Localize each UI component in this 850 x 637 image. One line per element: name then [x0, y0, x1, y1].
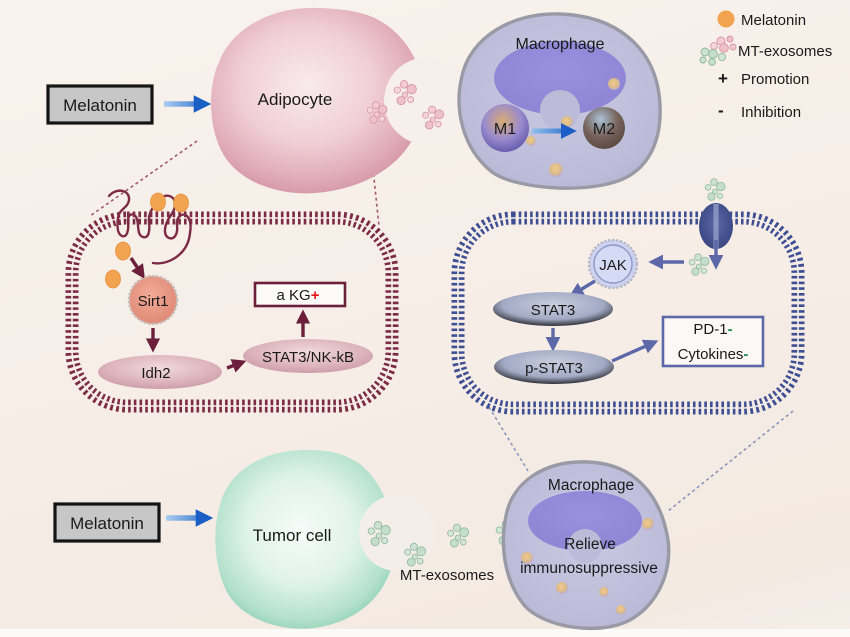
- macrophage-top-nucleus: [494, 41, 626, 115]
- membrane-channel-pore: [713, 204, 719, 248]
- idh2-to-stat3nkkb-arrow: [226, 359, 247, 373]
- m2-macrophage-circle: [583, 107, 625, 149]
- vesicle-dot: [608, 78, 620, 90]
- melatonin-box-top-label: Melatonin: [63, 96, 137, 115]
- melatonin-stimulus-top: Melatonin: [46, 84, 212, 125]
- akg-label: a KG+: [277, 287, 320, 304]
- adipocyte-cell: Adipocyte: [211, 7, 472, 194]
- relieve-label: Relieve: [564, 536, 616, 553]
- m2-label: M2: [593, 121, 615, 138]
- sirt1-label: Sirt1: [138, 293, 169, 310]
- tumor-cell-body: [215, 450, 395, 629]
- vesicle-dot: [526, 136, 536, 146]
- pd1-cytokines-box: [661, 315, 765, 368]
- exosome-cluster-outside: [704, 178, 726, 201]
- immunosuppressive-label: immunosuppressive: [520, 560, 658, 577]
- jak-to-stat3-arrow: [568, 279, 596, 297]
- m1-label: M1: [494, 121, 516, 138]
- melatonin-stimulus-bottom: Melatonin: [53, 502, 214, 543]
- melatonin-dots: [105, 192, 189, 289]
- jak-node-inner: [593, 244, 633, 284]
- legend-exosome-cluster: [699, 35, 737, 66]
- macrophage-pathway-box: JAK STAT3 p-STAT3 PD-1- Cytokines-: [451, 178, 805, 415]
- adipocyte-membrane-midline: [71, 217, 393, 407]
- p-stat3-node: [494, 350, 614, 384]
- vesicle-dot: [549, 163, 563, 177]
- melatonin-box-top: [46, 84, 154, 125]
- stat3-node: [493, 292, 613, 326]
- melatonin-to-sirt1-arrow: [129, 257, 145, 279]
- pd1-label: PD-1-: [693, 321, 732, 338]
- tumor-cell-label: Tumor cell: [253, 526, 332, 545]
- stat3-nkkb-label: STAT3/NK-kB: [262, 349, 354, 366]
- tumor-cell: Tumor cell: [215, 450, 435, 629]
- legend-inhibition-sign: -: [718, 101, 724, 120]
- stat3-label: STAT3: [531, 302, 575, 319]
- legend-melatonin-dot: [717, 10, 735, 28]
- exosome-cluster-inside: [688, 253, 710, 276]
- macrophage-bottom-cell: Macrophage Relieve immunosuppressive: [501, 460, 671, 631]
- vesicle-dot: [521, 552, 533, 564]
- adipocyte-pathway-box: Sirt1 Idh2 STAT3/NK-kB a KG+: [65, 189, 399, 413]
- m1-macrophage-circle: [481, 104, 529, 152]
- legend-promotion-label: Promotion: [741, 71, 809, 88]
- vesicle-dot: [561, 116, 573, 128]
- akg-box: [253, 281, 347, 308]
- vesicle-dot: [599, 587, 609, 597]
- legend: Melatonin MT-exosomes + Promotion - Inhi…: [699, 10, 832, 121]
- vesicle-dot: [642, 518, 654, 530]
- idh2-label: Idh2: [141, 365, 170, 382]
- melatonin-box-bottom: [53, 502, 161, 543]
- legend-exosomes-label: MT-exosomes: [738, 43, 832, 60]
- macrophage-bottom-nucleus: [528, 491, 642, 551]
- background-strip: [0, 629, 850, 637]
- sirt1-node: [127, 274, 179, 326]
- zoom-connector-lines-macrophage: [488, 406, 794, 512]
- stat3-nkkb-node: [243, 339, 373, 373]
- tumor-secretion-notch: [359, 495, 435, 571]
- melatonin-box-bottom-label: Melatonin: [70, 514, 144, 533]
- adipocyte-label: Adipocyte: [258, 90, 333, 109]
- idh2-node: [98, 355, 222, 389]
- p-stat3-label: p-STAT3: [525, 360, 583, 377]
- jak-label: JAK: [599, 257, 627, 274]
- macrophage-top-nucleus-notch: [540, 90, 580, 130]
- macrophage-top-cell: Macrophage M1 M2: [457, 12, 662, 190]
- cytokines-label: Cytokines-: [678, 346, 749, 363]
- macrophage-bottom-nucleus-notch: [568, 529, 602, 563]
- adipocyte-secretion-notch: [384, 57, 472, 145]
- macrophage-bottom-label: Macrophage: [548, 477, 634, 494]
- legend-inhibition-label: Inhibition: [741, 104, 801, 121]
- pstat3-to-targets-arrow: [611, 339, 659, 363]
- macrophage-top-label: Macrophage: [516, 36, 605, 53]
- mt-exosomes-stream-label: MT-exosomes: [400, 567, 494, 584]
- legend-melatonin-label: Melatonin: [741, 12, 806, 29]
- legend-promotion-sign: +: [718, 69, 728, 88]
- adipocyte-body: [211, 7, 424, 194]
- macrophage-membrane-midline: [457, 217, 799, 409]
- vesicle-dot: [556, 582, 568, 594]
- vesicle-dot: [616, 605, 626, 615]
